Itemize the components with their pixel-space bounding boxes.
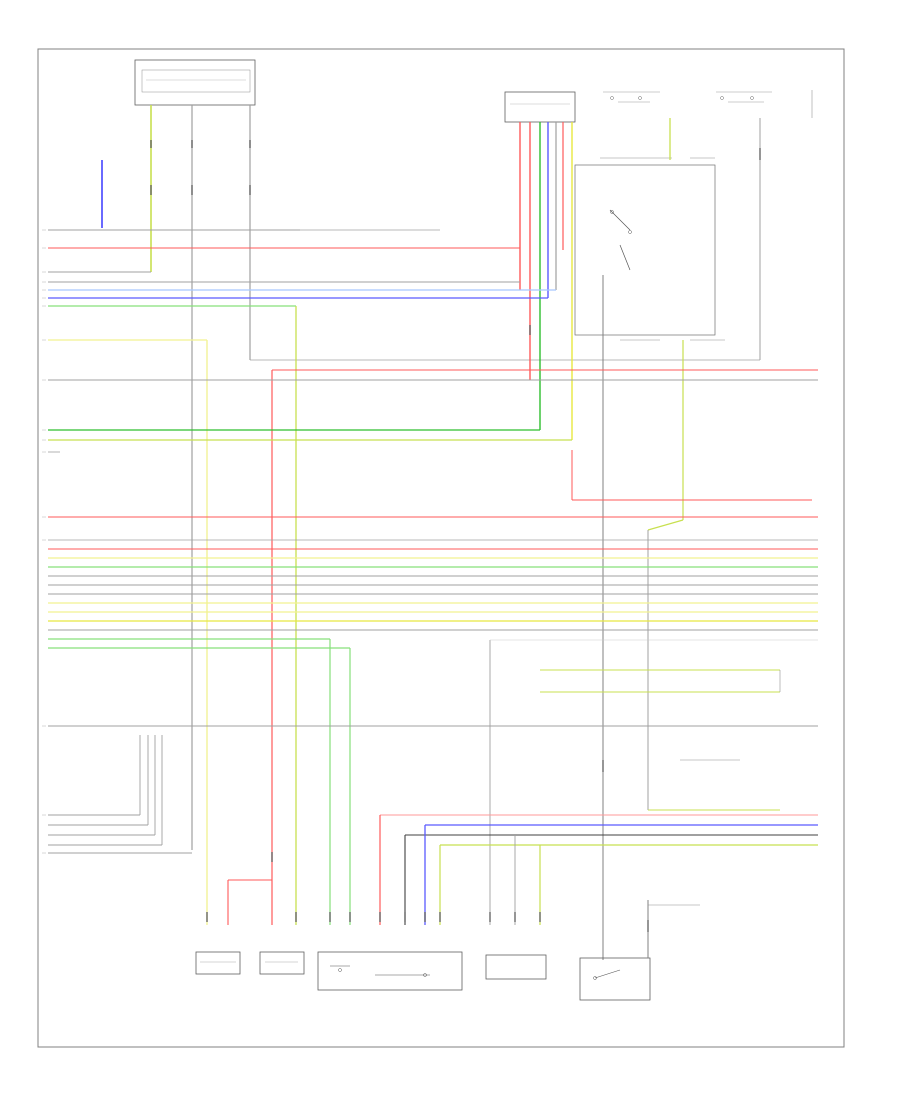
component-5-switch xyxy=(579,900,700,1001)
relay-block-upper-right xyxy=(574,157,725,341)
connector-pin-ticks xyxy=(150,140,761,932)
lower-bus xyxy=(48,516,818,925)
top-right-drops xyxy=(571,118,812,960)
top-right-switch-right xyxy=(716,91,772,103)
top-center-connector-box xyxy=(504,91,576,123)
right-sensor-area xyxy=(48,639,818,925)
component-4-sensor xyxy=(485,954,547,980)
upper-bus xyxy=(48,229,556,925)
lower-bundle xyxy=(227,814,818,925)
top-left-relay-box xyxy=(134,59,256,106)
diagram-frame xyxy=(37,48,845,1048)
left-edge-row-markers xyxy=(42,229,46,854)
left-stacked-wires xyxy=(48,735,192,854)
component-1-sensor xyxy=(195,951,241,975)
component-2-sensor xyxy=(259,951,305,975)
top-center-drops xyxy=(519,122,573,440)
top-left-drops xyxy=(101,105,760,850)
top-right-switch-left xyxy=(603,91,660,103)
component-3-module xyxy=(317,951,463,991)
